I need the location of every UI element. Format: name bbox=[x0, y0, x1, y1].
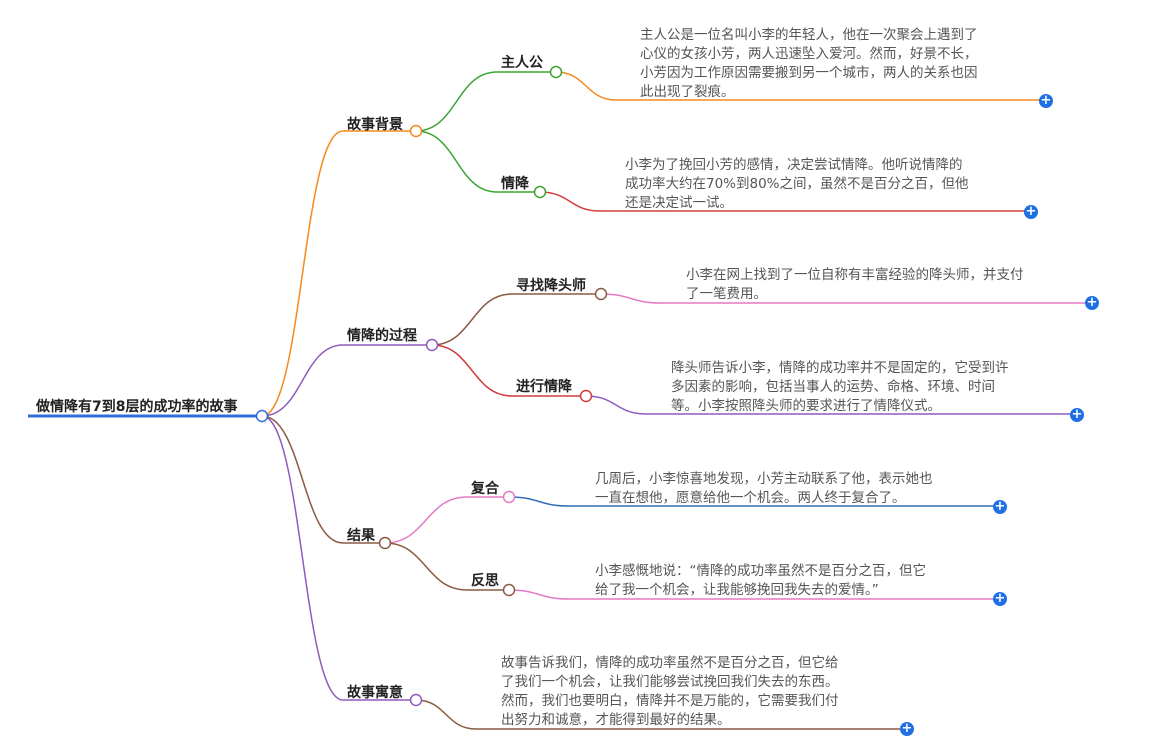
branch-node-circle[interactable] bbox=[378, 536, 392, 550]
plus-circle-icon[interactable]: + bbox=[1039, 93, 1053, 108]
leaf-text-moral: 故事告诉我们，情降的成功率虽然不是百分之百，但它给 了我们一个机会，让我们能够尝… bbox=[501, 655, 839, 728]
node-circles bbox=[255, 65, 608, 707]
subtopic-connector bbox=[384, 542, 468, 591]
subtopic-node-circle[interactable] bbox=[502, 490, 516, 504]
branch-result[interactable]: 结果 bbox=[347, 528, 375, 544]
plus-circle-icon[interactable]: + bbox=[1024, 204, 1038, 219]
subtopic-node-circle[interactable] bbox=[502, 583, 516, 597]
leaf-text-perform-spell: 降头师告诉小李，情降的成功率并不是固定的，它受到许 多因素的影响，包括当事人的运… bbox=[671, 360, 1009, 414]
leaf-text-protagonist: 主人公是一位名叫小李的年轻人，他在一次聚会上遇到了 心仪的女孩小芳，两人迅速坠入… bbox=[640, 27, 978, 100]
connector-lines bbox=[28, 71, 1086, 730]
plus-circle-icon[interactable]: + bbox=[1085, 295, 1099, 310]
leaf-connector bbox=[600, 293, 662, 304]
root-node-circle[interactable] bbox=[255, 409, 269, 423]
plus-circle-icon[interactable]: + bbox=[900, 721, 914, 736]
subtopic-connector bbox=[415, 71, 498, 132]
plus-circle-icon[interactable]: + bbox=[1070, 407, 1084, 422]
leaf-text-reunion: 几周后，小李惊喜地发现，小芳主动联系了他，表示她也 一直在想他，愿意给他一个机会… bbox=[595, 471, 933, 506]
leaf-connector bbox=[508, 589, 570, 600]
branch-connector bbox=[261, 415, 344, 701]
leaf-text-reflection: 小李感慨地说：“情降的成功率虽然不是百分之百，但它 给了我一个机会，让我能够挽回… bbox=[595, 563, 926, 598]
subtopic-node-circle[interactable] bbox=[594, 287, 608, 301]
leaf-connector bbox=[508, 496, 570, 507]
subtopic-node-circle[interactable] bbox=[579, 389, 593, 403]
leaf-text-find-master: 小李在网上找到了一位自称有丰富经验的降头师，并支付 了一笔费用。 bbox=[686, 267, 1024, 302]
branch-node-circle[interactable] bbox=[425, 338, 439, 352]
subtopic-protagonist[interactable]: 主人公 bbox=[501, 55, 543, 71]
subtopic-connector bbox=[431, 293, 513, 346]
subtopic-find-master[interactable]: 寻找降头师 bbox=[516, 278, 586, 294]
subtopic-connector bbox=[384, 496, 468, 544]
subtopic-love-spell[interactable]: 情降 bbox=[501, 176, 529, 192]
leaf-connector bbox=[539, 191, 601, 212]
subtopic-perform-spell[interactable]: 进行情降 bbox=[516, 379, 572, 395]
branch-connector bbox=[261, 344, 344, 417]
branch-moral[interactable]: 故事寓意 bbox=[347, 685, 403, 701]
subtopic-reflection[interactable]: 反思 bbox=[471, 573, 499, 589]
subtopic-connector bbox=[415, 130, 498, 193]
root-topic[interactable]: 做情降有7到8层的成功率的故事 bbox=[36, 399, 238, 415]
plus-circle-icon[interactable]: + bbox=[993, 499, 1007, 514]
branch-node-circle[interactable] bbox=[409, 124, 423, 138]
subtopic-node-circle[interactable] bbox=[549, 65, 563, 79]
subtopic-connector bbox=[431, 344, 513, 397]
subtopic-reunion[interactable]: 复合 bbox=[471, 481, 499, 497]
branch-connector bbox=[261, 130, 344, 417]
leaf-connector bbox=[555, 71, 617, 101]
branch-ritual-process[interactable]: 情降的过程 bbox=[347, 328, 417, 344]
subtopic-node-circle[interactable] bbox=[533, 185, 547, 199]
leaf-connector bbox=[585, 395, 647, 415]
plus-circle-icon[interactable]: + bbox=[993, 591, 1007, 606]
branch-connector bbox=[261, 415, 344, 544]
branch-node-circle[interactable] bbox=[409, 693, 423, 707]
branch-story-background[interactable]: 故事背景 bbox=[347, 117, 403, 133]
leaf-connector bbox=[415, 699, 477, 730]
leaf-text-love-spell: 小李为了挽回小芳的感情，决定尝试情降。他听说情降的 成功率大约在70%到80%之… bbox=[625, 157, 969, 211]
